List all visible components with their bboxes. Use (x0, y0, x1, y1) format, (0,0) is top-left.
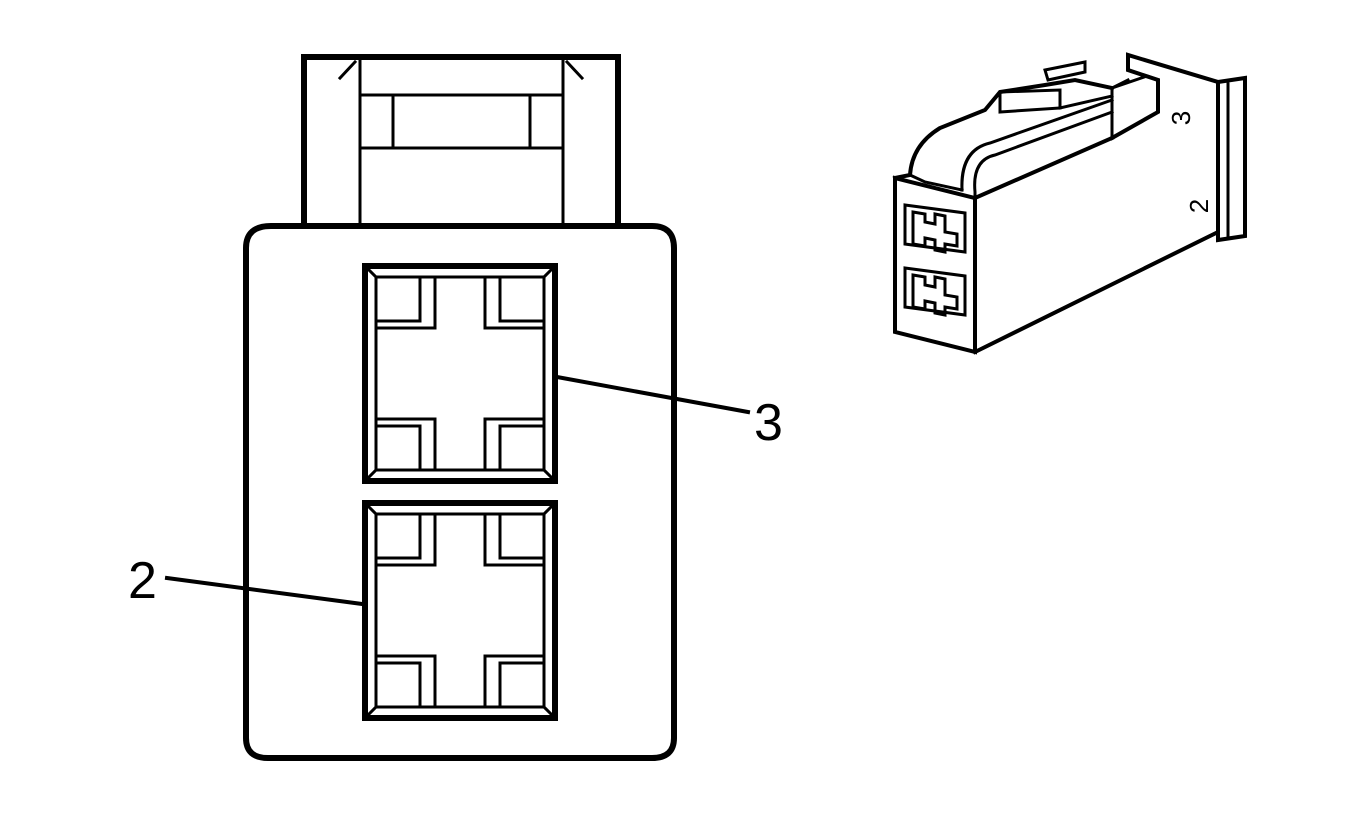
callout-leader-2 (164, 575, 365, 607)
cavity-3 (362, 263, 558, 484)
connector-isometric-view: 3 2 (892, 52, 1247, 355)
iso-cavity-label-2: 2 (1184, 199, 1214, 213)
iso-cavity-label-3: 3 (1166, 111, 1196, 125)
locking-tab (301, 54, 621, 229)
connector-body (243, 223, 677, 761)
callout-label-3: 3 (754, 394, 783, 452)
callout-label-2: 2 (128, 552, 157, 610)
cavity-2 (362, 500, 558, 721)
connector-front-view: 3 2 (128, 54, 783, 761)
callout-leader-3 (554, 374, 751, 415)
